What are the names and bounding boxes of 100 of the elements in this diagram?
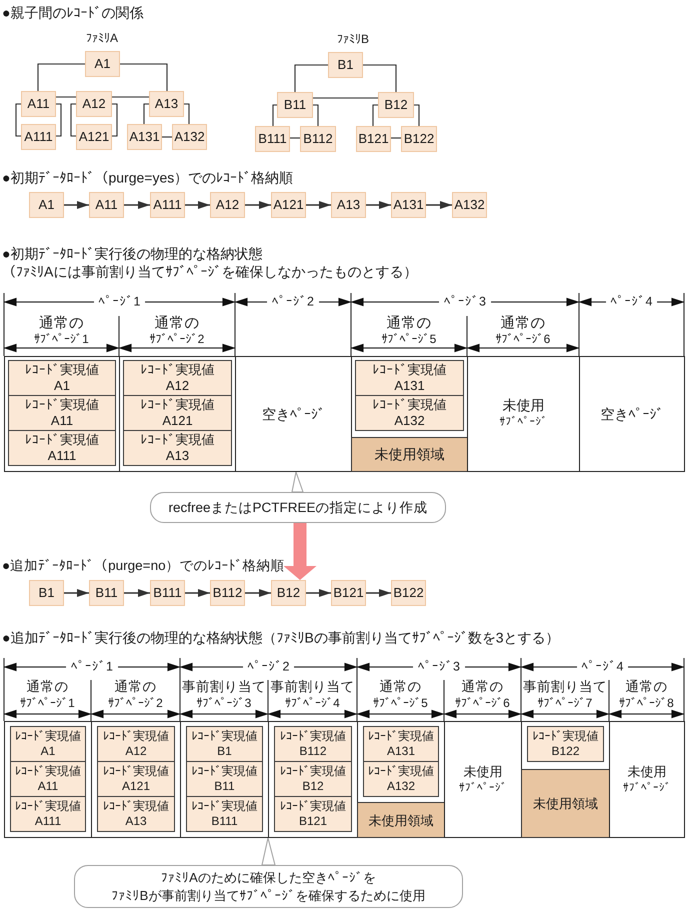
arrow xyxy=(185,589,210,597)
connector-line xyxy=(363,64,397,92)
record-text: ﾚｺｰﾄﾞ実現値 xyxy=(280,729,346,744)
record-text: A111 xyxy=(48,448,76,464)
subpage-type-label: 事前割り当て xyxy=(182,678,266,696)
record-name: B122 xyxy=(393,585,424,601)
subpage-label: ｻﾌﾞﾍﾟｰｼﾞ1 xyxy=(34,332,89,346)
record-name: A1 xyxy=(94,56,110,72)
section-heading: ●追加ﾃﾞｰﾀﾛｰﾄﾞ実行後の物理的な格納状態（ﾌｧﾐﾘBの事前割り当てｻﾌﾞﾍﾟｰｼﾞ数を3とする） xyxy=(2,630,560,646)
record-name: A131 xyxy=(393,197,424,213)
subpage-cell xyxy=(119,356,236,472)
subpage-type-label: 通常の xyxy=(26,678,68,696)
record-name: A11 xyxy=(95,197,118,213)
record-box xyxy=(378,92,414,118)
record-name: B111 xyxy=(258,131,287,147)
record-box xyxy=(76,124,112,150)
record-text: ﾚｺｰﾄﾞ実現値 xyxy=(140,397,214,413)
record-box xyxy=(331,580,366,606)
record-text: B12 xyxy=(302,779,324,794)
subpage-cell xyxy=(351,356,468,472)
subpage-cell xyxy=(180,721,269,838)
callout-text: recfreeまたはPCTFREEの指定により作成 xyxy=(168,498,428,516)
record-entry xyxy=(97,761,175,797)
callout-pointer xyxy=(261,838,276,866)
record-text: ﾚｺｰﾄﾞ実現値 xyxy=(192,729,258,744)
record-text: A13 xyxy=(125,814,147,829)
subpage-label: ｻﾌﾞﾍﾟｰｼﾞ4 xyxy=(285,696,340,710)
record-entry xyxy=(274,761,352,797)
record-text: ﾚｺｰﾄﾞ実現値 xyxy=(280,764,346,779)
record-box xyxy=(391,192,426,218)
record-text: A11 xyxy=(50,413,74,429)
subpage-cell xyxy=(268,721,358,838)
record-box xyxy=(356,126,391,152)
subpage-cell xyxy=(521,721,610,838)
record-name: A121 xyxy=(273,197,304,213)
unused-area xyxy=(357,802,445,838)
record-text: ﾚｺｰﾄﾞ実現値 xyxy=(25,432,99,448)
subpage-cell xyxy=(467,356,580,472)
record-box xyxy=(85,51,120,77)
record-text: ﾚｺｰﾄﾞ実現値 xyxy=(192,799,258,814)
record-box xyxy=(277,92,313,118)
record-text: B112 xyxy=(299,744,327,759)
subpage-cell xyxy=(444,721,522,838)
record-text: A132 xyxy=(386,779,416,794)
section-heading: ●追加ﾃﾞｰﾀﾛｰﾄﾞ（purge=no）でのﾚｺｰﾄﾞ格納順 xyxy=(2,558,285,574)
callout-bubble xyxy=(74,865,463,908)
subpage-label: ｻﾌﾞﾍﾟｰｼﾞ8 xyxy=(619,696,674,710)
subpage-type-label: 通常の xyxy=(380,678,422,696)
subpage-label: ｻﾌﾞﾍﾟｰｼﾞ5 xyxy=(373,696,428,710)
record-box xyxy=(210,192,245,218)
connector-line xyxy=(112,103,118,137)
record-name: A11 xyxy=(27,96,50,112)
record-name: A132 xyxy=(174,129,205,145)
record-text: ﾚｺｰﾄﾞ実現値 xyxy=(372,397,446,413)
record-name: A132 xyxy=(454,197,485,213)
record-text: ﾚｺｰﾄﾞ実現値 xyxy=(280,799,346,814)
record-entry xyxy=(10,761,86,797)
record-box xyxy=(331,192,366,218)
record-entry xyxy=(355,360,464,396)
record-entry xyxy=(363,761,439,797)
record-text: A111 xyxy=(34,814,62,829)
record-name: B1 xyxy=(38,585,54,601)
connector-line xyxy=(15,103,21,137)
record-text: A121 xyxy=(122,779,150,794)
connector-line xyxy=(56,96,76,98)
record-name: B11 xyxy=(284,97,306,113)
connector-line xyxy=(56,103,62,137)
arrow xyxy=(185,201,210,209)
record-entry xyxy=(123,430,232,466)
record-text: ﾚｺｰﾄﾞ実現値 xyxy=(192,764,258,779)
record-name: B12 xyxy=(384,97,408,113)
record-name: A12 xyxy=(216,197,240,213)
subpage-label: ｻﾌﾞﾍﾟｰｼﾞ6 xyxy=(455,696,510,710)
arrow xyxy=(366,589,391,597)
record-box xyxy=(89,580,124,606)
arrow xyxy=(306,589,331,597)
subpage-cell xyxy=(579,356,685,472)
subpage-cell xyxy=(357,721,445,838)
record-name: B121 xyxy=(358,131,389,147)
record-entry xyxy=(10,726,86,762)
cell-text: 未使用 xyxy=(502,397,544,414)
record-entry xyxy=(8,395,116,431)
record-box xyxy=(150,192,185,218)
connector-line xyxy=(372,104,378,126)
record-box xyxy=(149,91,184,117)
record-name: B12 xyxy=(276,585,300,601)
subpage-type-label: 通常の xyxy=(114,678,156,696)
record-entry xyxy=(8,360,116,396)
record-entry xyxy=(8,430,116,466)
arrow xyxy=(245,589,271,597)
cell-text: 空きﾍﾟｰｼﾞ xyxy=(600,406,664,422)
record-text: ﾚｺｰﾄﾞ実現値 xyxy=(103,764,169,779)
record-text: ﾚｺｰﾄﾞ実現値 xyxy=(25,362,99,378)
record-entry xyxy=(186,761,263,797)
record-text: ﾚｺｰﾄﾞ実現値 xyxy=(368,764,434,779)
arrow xyxy=(64,201,89,209)
record-text: A12 xyxy=(125,744,147,759)
arrow xyxy=(306,201,331,209)
cell-text: 未使用 xyxy=(628,762,666,780)
connector-line xyxy=(272,104,277,126)
